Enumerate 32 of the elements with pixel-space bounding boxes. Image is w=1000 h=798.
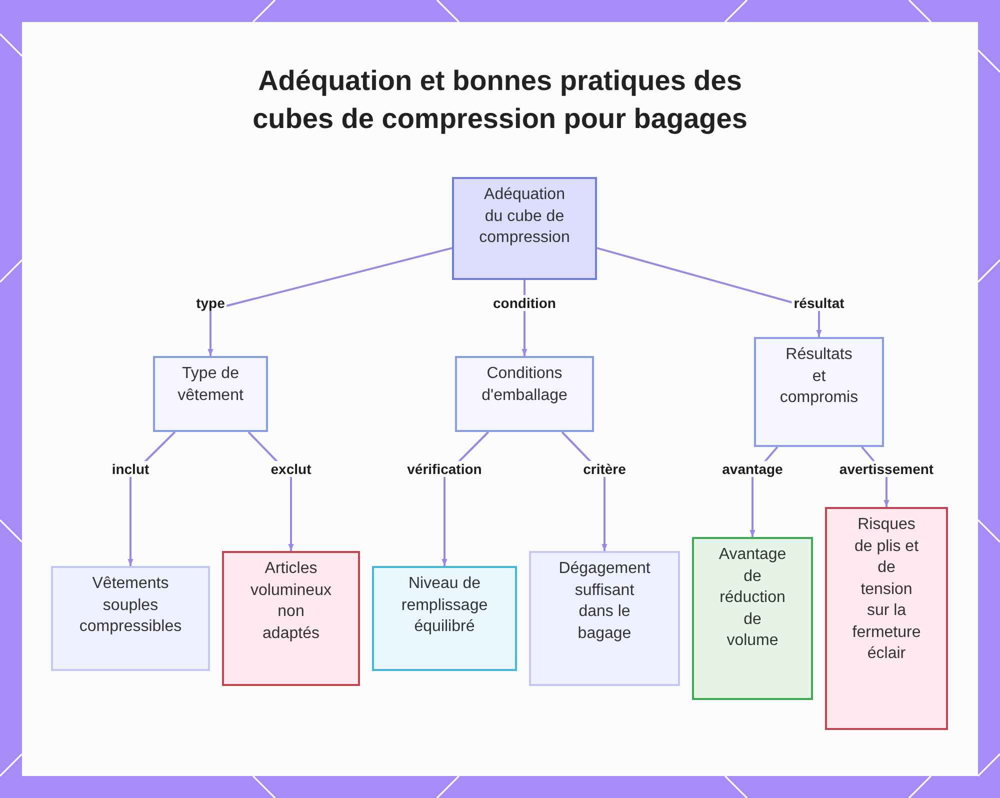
edge-label: avantage <box>720 461 785 477</box>
edge-label: résultat <box>792 295 846 311</box>
warning-box <box>222 551 360 686</box>
concept-label: Adéquation du cube de compression <box>478 185 571 248</box>
edge-label: condition <box>491 295 558 311</box>
warning-box <box>825 507 948 730</box>
concept-label: Risques de plis et de tension sur la fermeture éclair <box>851 515 922 664</box>
benefit-box <box>692 537 813 700</box>
root-concept-box <box>452 177 597 280</box>
concept-label: Dégagement suffisant dans le bagage <box>558 559 652 644</box>
edge-label: avertissement <box>837 461 936 477</box>
concept-label: Conditions d'emballage <box>480 364 568 406</box>
concept-box <box>51 566 210 671</box>
concept-box <box>529 551 680 686</box>
concept-label: Résultats et compromis <box>779 345 859 408</box>
concept-label: Articles volumineux non adaptés <box>250 559 332 644</box>
edge-label: vérification <box>405 461 484 477</box>
connector-line <box>208 247 452 356</box>
category-box <box>754 337 884 447</box>
category-box <box>153 356 268 432</box>
concept-label: Type de vêtement <box>176 364 244 406</box>
diagram-title: Adéquation et bonnes pratiques des cubes de compression pour bagages <box>252 64 748 136</box>
edge-label: critère <box>581 461 628 477</box>
concept-label: Niveau de remplissage équilibré <box>400 574 489 637</box>
edge-label: inclut <box>110 461 152 477</box>
concept-label: Avantage de réduction de volume <box>718 545 788 651</box>
connector-line <box>596 247 822 337</box>
category-box <box>455 356 594 432</box>
connector-line <box>442 431 490 566</box>
concept-label: Vêtements souples compressibles <box>78 574 183 637</box>
check-box <box>372 566 517 671</box>
edge-label: exclut <box>268 461 314 477</box>
